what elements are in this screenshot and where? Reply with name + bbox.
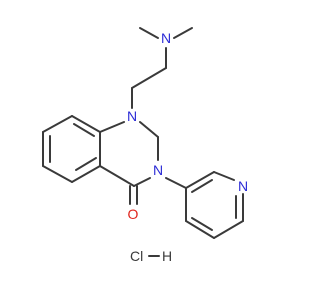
bond-methyl-right (173, 27, 193, 39)
bond-py-c6-c5 (213, 220, 244, 239)
bond-py-c5-c4 (185, 220, 215, 239)
molecule-structure-diagram: N N N N O Cl H (42, 27, 248, 264)
bond-c4-c4a (99, 165, 135, 187)
bond-ch2-ch2 (131, 67, 167, 89)
atom-ring-nitrogen-1: N (127, 108, 137, 124)
bond-n3-pyridyl (165, 177, 187, 189)
bond-c7-c8 (42, 115, 73, 133)
bond-py-c2-n (213, 171, 235, 181)
atom-ring-nitrogen-3: N (153, 162, 163, 178)
bond-c5-c5-inner (75, 157, 97, 171)
bond-n3-c4 (133, 177, 151, 187)
bond-n1-c8a (99, 121, 125, 133)
salt-hydrogen: H (162, 248, 172, 264)
bond-lines (42, 27, 244, 257)
atom-amine-nitrogen: N (161, 30, 171, 46)
bond-c4a-c5 (71, 165, 101, 183)
atom-pyridine-nitrogen: N (238, 178, 248, 194)
bond-methyl-left (139, 27, 159, 39)
atom-carbonyl-oxygen: O (128, 206, 139, 222)
bond-py-c3-c2-inner (191, 179, 213, 193)
salt-chlorine: Cl (130, 248, 143, 264)
bond-py-c5-c4-inner (191, 217, 213, 231)
bond-c5-c6 (42, 165, 73, 183)
bond-c8-c8a (71, 115, 101, 133)
bond-n1-ch2 (139, 121, 159, 138)
bond-c8-c8a-inner (73, 123, 95, 137)
bond-py-c3-c2 (185, 171, 215, 189)
